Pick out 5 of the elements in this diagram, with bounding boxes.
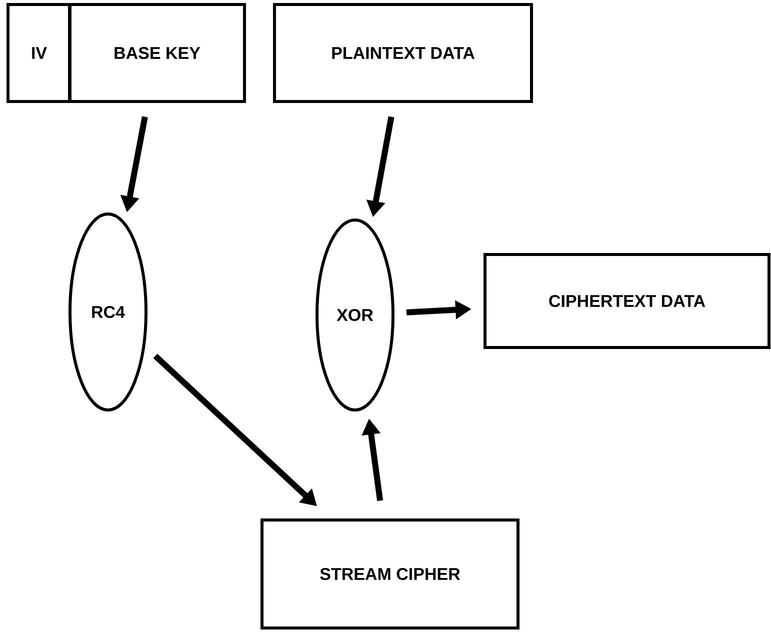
data-box: BASE KEY xyxy=(68,3,246,103)
data-box: STREAM CIPHER xyxy=(260,518,520,630)
data-box: CIPHERTEXT DATA xyxy=(484,253,770,349)
data-box: PLAINTEXT DATA xyxy=(273,3,533,103)
data-box: IV xyxy=(6,3,72,103)
